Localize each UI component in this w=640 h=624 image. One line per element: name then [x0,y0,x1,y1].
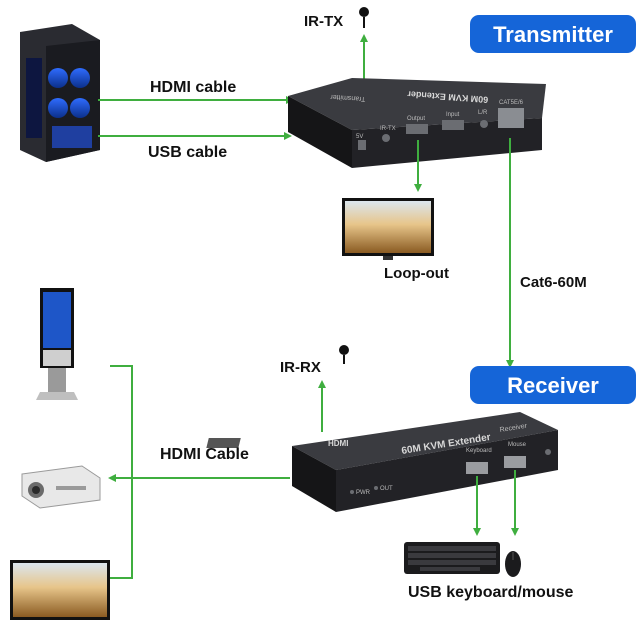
svg-text:Transmitter: Transmitter [493,22,613,47]
receiver-side-label: Receiver [499,423,528,434]
port-label-output: Output [407,116,425,122]
svg-text:Receiver: Receiver [507,373,599,398]
ir-rx-label: IR-RX [280,359,321,376]
ir-tx-label: IR-TX [304,13,343,30]
transmitter-badge: Transmitter [470,15,636,53]
pwr-led [350,490,354,494]
rj45-port [498,108,524,128]
ir-tx-port [382,134,390,142]
input-port [442,120,464,130]
hdmi-logo: HDMI [206,438,348,448]
kiosk-display-icon [36,288,78,400]
usb-keyboard-mouse-label: USB keyboard/mouse [408,584,573,601]
keyboard-usb-port [466,462,488,474]
display-bus-line [110,365,133,579]
svg-text:HDMI: HDMI [328,439,348,448]
out-led [374,486,378,490]
power-port [358,140,366,150]
pc-tower-icon [20,24,100,162]
port-label-input: Input [446,112,460,118]
receiver-badge: Receiver [470,366,636,404]
ir-rx-port [545,449,551,455]
ir-tx-sensor-icon [359,7,369,28]
hdmi-cable-out-label: HDMI Cable [160,446,249,463]
transmitter-side-label: Transmitter [329,93,365,102]
usb-cable-label: USB cable [148,144,227,161]
rj45-label: CAT5E/6 [499,100,524,106]
output-port [406,124,428,134]
mouse-usb-port [504,456,526,468]
tv-icon [10,560,110,620]
keyboard-port-label: Keyboard [466,448,492,454]
cat6-label: Cat6-60M [520,274,587,291]
loop-out-label: Loop-out [384,265,449,282]
keyboard-icon [404,542,500,574]
projector-icon [21,465,101,509]
mouse-port-label: Mouse [508,442,527,448]
transmitter-box: 60M KVM Extender Transmitter CAT5E/6 5V … [288,78,546,168]
receiver-box: HDMI 60M KVM Extender Receiver Keyboard … [206,412,558,512]
pwr-label: PWR [356,490,371,496]
port-label-5v: 5V [356,134,363,140]
ir-rx-sensor-icon [339,345,349,364]
monitor-icon [342,198,434,260]
port-label-lr: L/R [478,110,488,116]
port-label-irtx: IR-TX [380,126,396,132]
mouse-icon [505,551,521,577]
out-label: OUT [380,486,393,492]
lr-port [480,120,488,128]
hdmi-cable-in-label: HDMI cable [150,79,236,96]
